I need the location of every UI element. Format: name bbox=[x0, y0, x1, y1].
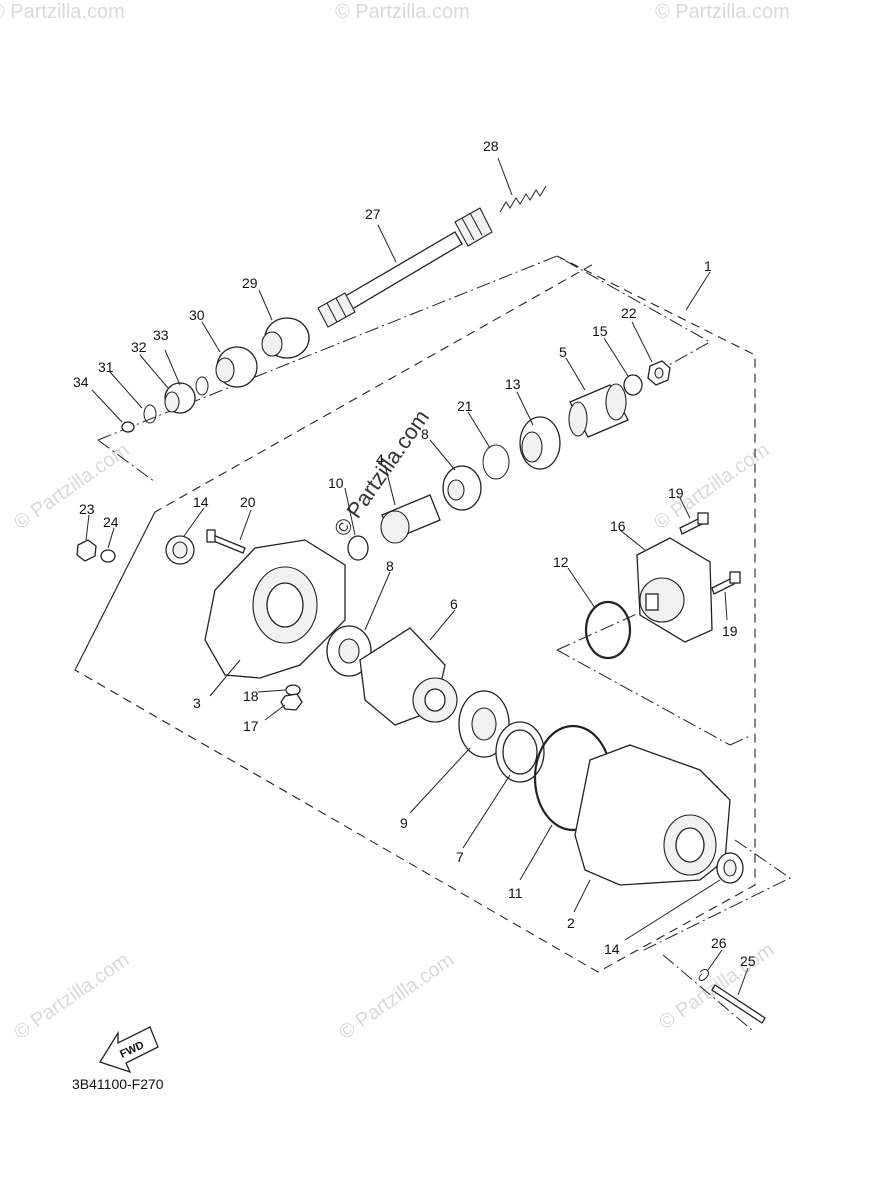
gear-motor-cover-16 bbox=[636, 537, 713, 643]
callout-4: 4 bbox=[376, 451, 384, 467]
watermark: © Partzilla.com bbox=[655, 1, 790, 23]
diagram-code: 3B41100-F270 bbox=[72, 1076, 164, 1092]
watermark: © Partzilla.com bbox=[0, 1, 125, 23]
callout-6: 6 bbox=[450, 596, 458, 612]
watermark: © Partzilla.com bbox=[10, 949, 133, 1044]
callout-2: 2 bbox=[567, 915, 575, 931]
bolt-20 bbox=[206, 529, 246, 554]
washer-18 bbox=[285, 684, 301, 696]
callout-20: 20 bbox=[240, 494, 256, 510]
watermark: © Partzilla.com bbox=[335, 949, 458, 1044]
callout-14-lower: 14 bbox=[604, 941, 620, 957]
callout-31: 31 bbox=[98, 359, 114, 375]
callout-28: 28 bbox=[483, 138, 499, 154]
bearing-10 bbox=[347, 535, 369, 561]
callout-21: 21 bbox=[457, 398, 473, 414]
drain-plug-17 bbox=[280, 693, 303, 711]
forward-arrow-icon: FWD bbox=[99, 1026, 159, 1074]
callout-12: 12 bbox=[553, 554, 569, 570]
callout-8-upper: 8 bbox=[421, 426, 429, 442]
bolt-19-lower bbox=[711, 571, 741, 595]
bearing-8-upper bbox=[442, 465, 482, 511]
callout-13: 13 bbox=[505, 376, 521, 392]
leader-lines bbox=[85, 157, 749, 996]
assembly-boundaries bbox=[74, 255, 791, 1031]
callout-3: 3 bbox=[193, 695, 201, 711]
spring-28 bbox=[499, 185, 547, 213]
callout-30: 30 bbox=[189, 307, 205, 323]
oil-seal-13 bbox=[519, 416, 561, 470]
callout-18: 18 bbox=[243, 688, 259, 704]
callout-26: 26 bbox=[711, 935, 727, 951]
collar-5 bbox=[568, 383, 629, 438]
callout-8-lower: 8 bbox=[386, 558, 394, 574]
circlip-21 bbox=[482, 444, 510, 480]
oil-seal-14-lower bbox=[716, 852, 744, 884]
callout-16: 16 bbox=[610, 518, 626, 534]
callout-9: 9 bbox=[400, 815, 408, 831]
housing-case-3 bbox=[204, 539, 346, 679]
callout-32: 32 bbox=[131, 339, 147, 355]
circlip-33 bbox=[195, 376, 209, 396]
watermark: © Partzilla.com bbox=[335, 1, 470, 23]
callout-29: 29 bbox=[242, 275, 258, 291]
callout-19-lower: 19 bbox=[722, 623, 738, 639]
o-ring-12 bbox=[584, 600, 632, 660]
callout-15: 15 bbox=[592, 323, 608, 339]
callout-7: 7 bbox=[456, 849, 464, 865]
needle-bearing-32 bbox=[164, 382, 196, 414]
washer-24 bbox=[100, 549, 116, 563]
bearing-29 bbox=[261, 317, 310, 359]
bolt-19-upper bbox=[679, 512, 709, 535]
washer-15 bbox=[623, 374, 643, 396]
callout-10: 10 bbox=[328, 475, 344, 491]
nut-22 bbox=[647, 360, 671, 386]
callout-1: 1 bbox=[704, 258, 712, 274]
callout-27: 27 bbox=[365, 206, 381, 222]
callout-23: 23 bbox=[79, 501, 95, 517]
callout-25: 25 bbox=[740, 953, 756, 969]
differential-gear-6 bbox=[359, 627, 458, 726]
callout-33: 33 bbox=[153, 327, 169, 343]
circlip-31 bbox=[143, 404, 157, 424]
callout-19-upper: 19 bbox=[668, 485, 684, 501]
bearing-9 bbox=[458, 690, 510, 758]
callout-11: 11 bbox=[508, 885, 523, 901]
callout-numbers: 1 2 3 4 5 6 7 8 8 9 10 11 12 13 14 14 15… bbox=[73, 138, 756, 969]
callout-24: 24 bbox=[103, 514, 119, 530]
pinion-gear-4 bbox=[380, 494, 441, 544]
callout-22: 22 bbox=[621, 305, 637, 321]
seal-30 bbox=[215, 346, 258, 388]
nut-23 bbox=[76, 539, 97, 562]
clip-26 bbox=[698, 969, 709, 981]
washer-34 bbox=[121, 421, 135, 433]
callout-34: 34 bbox=[73, 374, 89, 390]
drive-shaft-27 bbox=[317, 207, 493, 328]
callout-14-upper: 14 bbox=[193, 494, 209, 510]
shim-7 bbox=[495, 721, 545, 783]
oil-seal-14-upper bbox=[165, 535, 195, 565]
callout-5: 5 bbox=[559, 344, 567, 360]
pin-25 bbox=[711, 984, 766, 1024]
housing-case-2 bbox=[574, 744, 731, 886]
callout-17: 17 bbox=[243, 718, 259, 734]
